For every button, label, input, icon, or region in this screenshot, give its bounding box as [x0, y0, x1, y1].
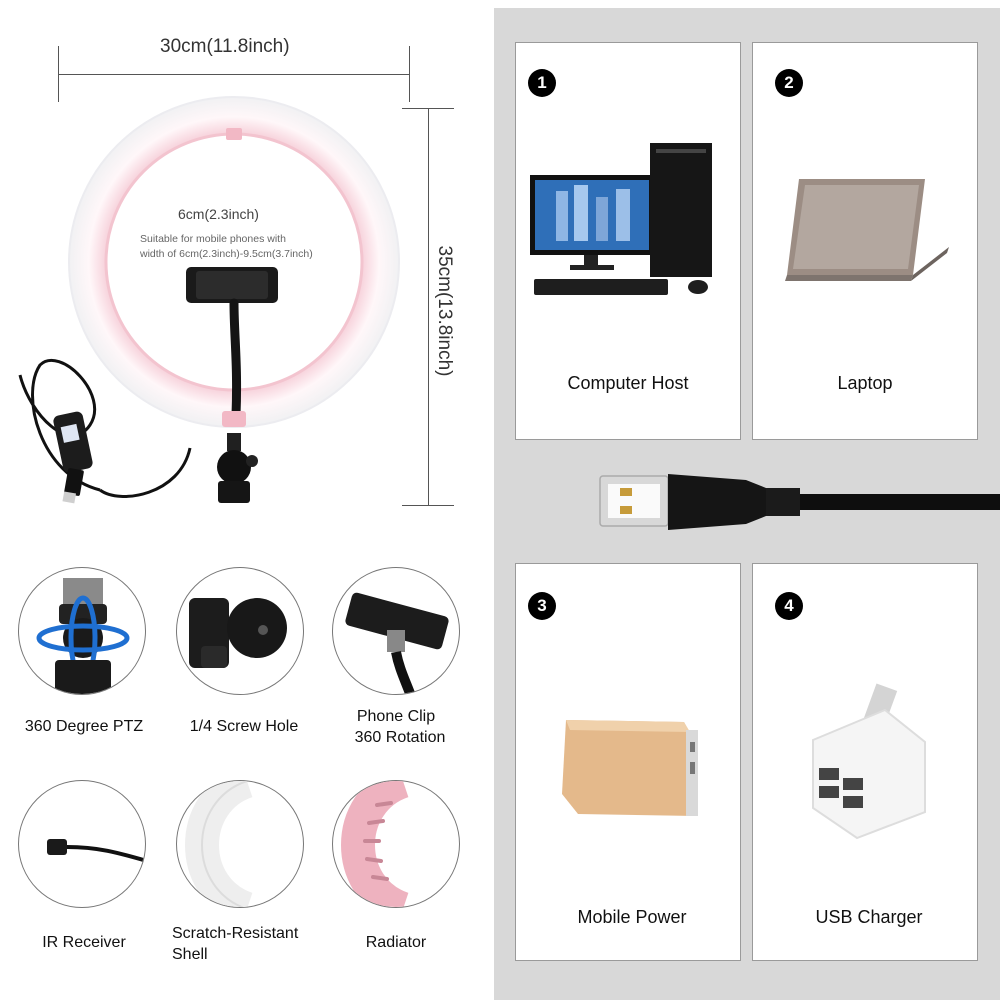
feature-label-ir-receiver: IR Receiver [42, 934, 126, 951]
card-label-mobile-power: Mobile Power [577, 907, 687, 927]
computer-host-image [530, 143, 712, 295]
power-source-card-usb-charger: 4 USB Charger [752, 563, 978, 961]
feature-label-360-degree-ptz: 360 Degree PTZ [24, 718, 144, 735]
feature-scratch-resistant-shell-image [176, 780, 304, 908]
feature-label-radiator: Radiator [365, 934, 427, 951]
height-dimension-line [428, 108, 429, 506]
clip-compatibility-note-line2: width of 6cm(2.3inch)-9.5cm(3.7inch) [140, 248, 313, 260]
card-label-laptop: Laptop [837, 373, 893, 393]
clip-compatibility-note-line1: Suitable for mobile phones with [140, 233, 286, 245]
height-dimension-tick-bottom [402, 505, 454, 506]
feature-screw-hole-image [176, 567, 304, 695]
width-dimension-tick-left [58, 46, 59, 102]
number-badge-4: 4 [775, 592, 803, 620]
usb-cable-image [599, 474, 1000, 530]
mobile-power-image [562, 720, 698, 816]
number-badge-1: 1 [528, 69, 556, 97]
feature-label-screw-hole: 1/4 Screw Hole [189, 718, 299, 735]
card-label-computer-host: Computer Host [567, 373, 689, 393]
feature-radiator-image [332, 780, 460, 908]
ring-light-illustration [18, 96, 400, 504]
usb-charger-image [812, 683, 926, 840]
feature-phone-clip-image [332, 567, 460, 695]
laptop-image [785, 179, 949, 281]
clip-size-label: 6cm(2.3inch) [178, 206, 259, 222]
feature-label-shell-line2: Shell [172, 946, 208, 963]
width-dimension-label: 30cm(11.8inch) [160, 36, 290, 57]
feature-label-shell-line1: Scratch-Resistant [172, 925, 299, 942]
feature-label-phone-clip-line1: Phone Clip [356, 708, 436, 725]
feature-ir-receiver-image [18, 780, 146, 908]
height-dimension-tick-top [402, 108, 454, 109]
width-dimension-tick-right [409, 46, 410, 102]
number-badge-3: 3 [528, 592, 556, 620]
power-source-card-computer-host: 1 Computer Host [515, 42, 741, 440]
width-dimension-line [58, 74, 410, 75]
feature-label-phone-clip-line2: 360 Rotation [354, 729, 446, 746]
card-label-usb-charger: USB Charger [815, 907, 923, 927]
height-dimension-label: 35cm(13.8inch) [434, 245, 455, 377]
power-source-card-mobile-power: 3 Mobile Power [515, 563, 741, 961]
power-source-card-laptop: 2 Laptop [752, 42, 978, 440]
feature-360-degree-ptz-image [18, 567, 146, 695]
number-badge-2: 2 [775, 69, 803, 97]
